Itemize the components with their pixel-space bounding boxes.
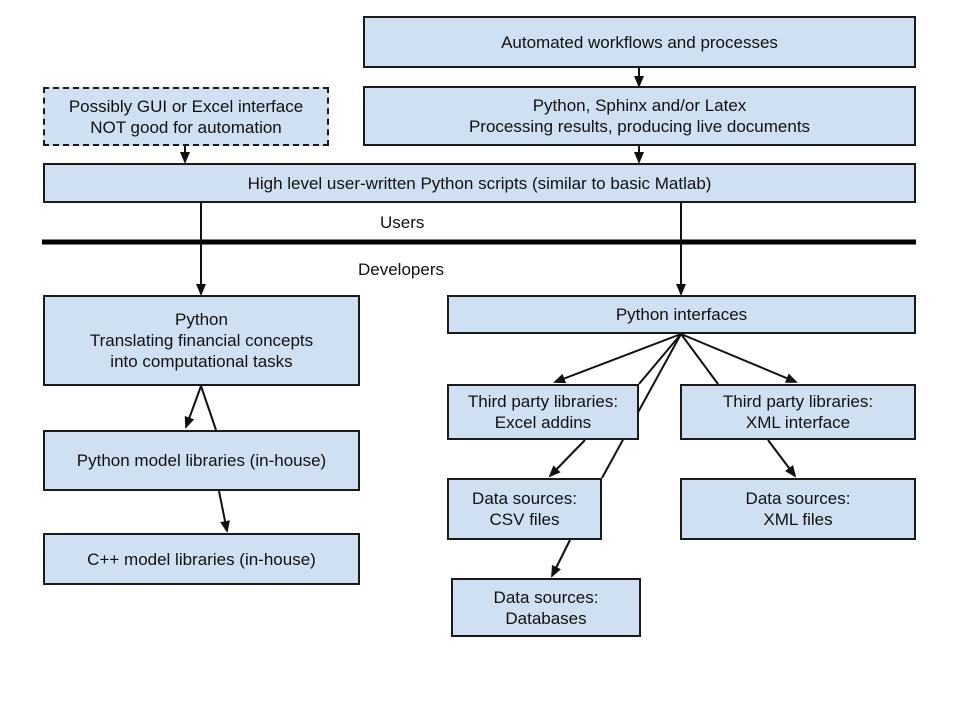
data-sources-xml-subtitle: XML files [763,510,833,529]
data-sources-databases-subtitle: Databases [505,608,587,628]
python-translating-line-2: Translating financial concepts [89,331,314,350]
edge-python-model-libs-to-cpp-model-libs [218,490,230,533]
python-sphinx-latex-subtitle: Processing results, producing live docum… [468,117,811,136]
third-party-excel-addins-subtitle: Excel addins [494,413,592,432]
developers-label: Developers [358,260,444,279]
edge-python-interfaces-to-third-party-xml-arrow [680,333,798,383]
edge-third-party-xml-to-data-xml [767,439,797,478]
data-sources-csv-title: Data sources: [472,489,577,508]
edge-python-interfaces-to-third-party-excel-line [638,333,682,385]
cpp-model-libraries-text: C++ model libraries (in-house) [87,549,316,569]
python-sphinx-latex-title: Python, Sphinx and/or Latex [532,96,747,115]
data-sources-databases-node: Data sources: Databases [451,578,641,637]
users-label: Users [380,213,425,232]
edge-python-translating-to-python-model-libs [184,385,202,429]
automated-workflows-text: Automated workflows and processes [501,32,778,52]
python-model-libraries-text: Python model libraries (in-house) [76,451,327,470]
edge-python-interfaces-to-third-party-xml-line [680,333,719,385]
third-party-excel-addins-node: Third party libraries: Excel addins [447,384,639,440]
python-translating-line-3: into computational tasks [110,352,293,371]
gui-excel-interface-title: Possibly GUI or Excel interface [68,96,304,116]
python-interfaces-node: Python interfaces [447,295,916,334]
data-sources-xml-node: Data sources: XML files [680,478,916,540]
data-sources-csv-node: Data sources: CSV files [447,478,602,540]
third-party-xml-interface-subtitle: XML interface [745,413,851,432]
third-party-excel-addins-title: Third party libraries: [467,392,619,411]
python-sphinx-latex-node: Python, Sphinx and/or Latex Processing r… [363,86,916,146]
cpp-model-libraries-node: C++ model libraries (in-house) [43,533,360,585]
data-sources-databases-title: Data sources: [493,587,599,607]
python-interfaces-text: Python interfaces [615,305,748,324]
third-party-xml-interface-title: Third party libraries: [722,392,874,411]
data-sources-xml-title: Data sources: [745,489,851,508]
edge-third-party-excel-to-data-csv [548,439,586,478]
edge-python-interfaces-to-data-csv-line [601,333,682,479]
gui-excel-interface-note: NOT good for automation [90,117,282,137]
python-translating-node: Python Translating financial concepts in… [43,295,360,386]
python-model-libraries-node: Python model libraries (in-house) [43,430,360,491]
automated-workflows-node: Automated workflows and processes [363,16,916,68]
third-party-xml-interface-node: Third party libraries: XML interface [680,384,916,440]
high-level-scripts-text: High level user-written Python scripts (… [247,173,712,193]
gui-excel-interface-node: Possibly GUI or Excel interface NOT good… [43,87,329,146]
data-sources-csv-subtitle: CSV files [489,510,560,529]
high-level-scripts-node: High level user-written Python scripts (… [43,163,916,203]
edge-python-interfaces-to-third-party-excel-arrow [553,333,682,384]
edge-data-csv-to-data-databases [551,539,571,578]
edge-python-translating-back-line [200,385,217,431]
python-translating-title: Python [175,310,228,329]
